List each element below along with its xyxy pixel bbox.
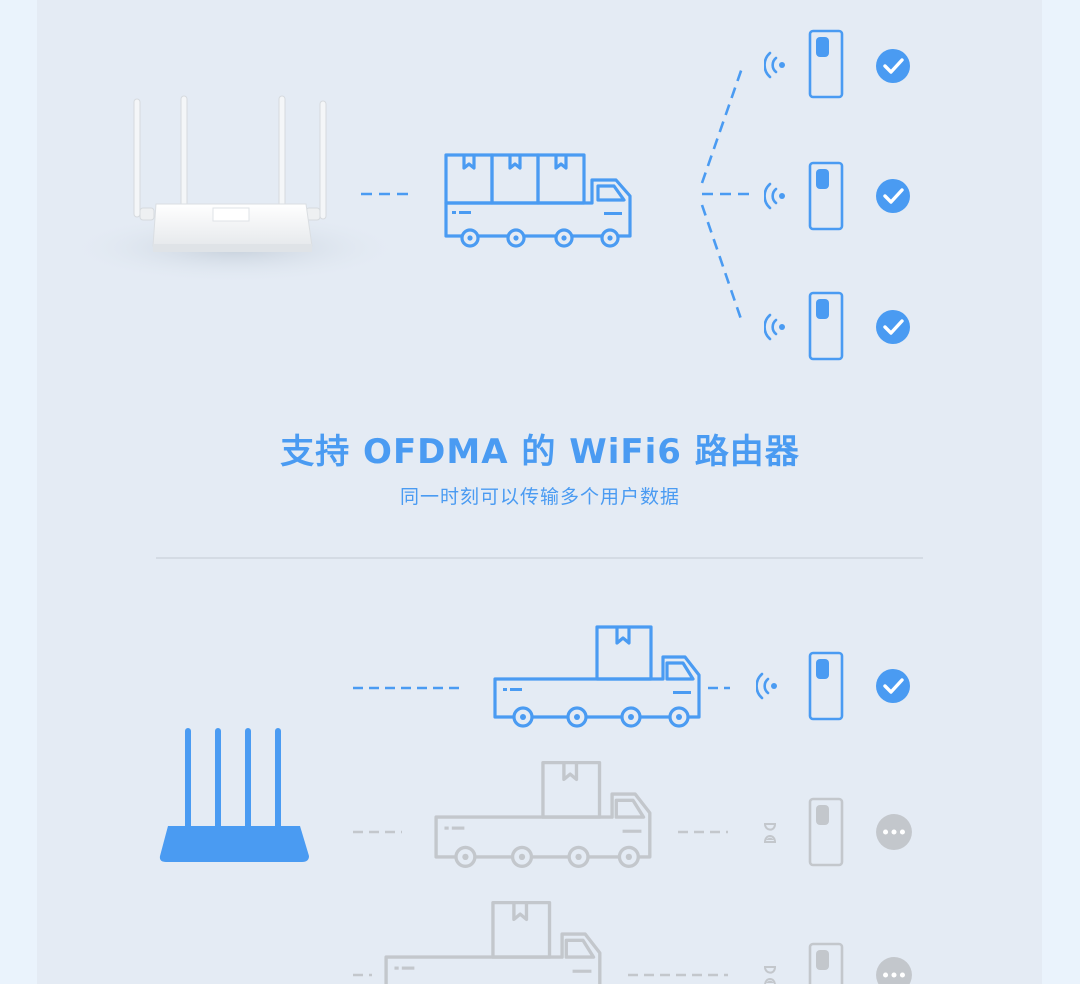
wifi-icon xyxy=(765,315,785,339)
bottom-row-active xyxy=(353,627,910,726)
blue-router-icon xyxy=(160,728,309,862)
section-subtitle: 同一时刻可以传输多个用户数据 xyxy=(0,482,1080,509)
phone-icon xyxy=(810,31,842,97)
phone-icon xyxy=(810,163,842,229)
hourglass-icon xyxy=(764,967,776,984)
phone-icon xyxy=(810,293,842,359)
wifi-icon xyxy=(757,674,777,698)
bottom-row-waiting-2 xyxy=(353,903,912,984)
white-router-image xyxy=(65,96,405,284)
phone-icon xyxy=(810,944,842,984)
flatbed-truck-icon xyxy=(436,763,650,867)
bottom-diagram xyxy=(160,627,912,984)
bottom-row-waiting-1 xyxy=(353,763,912,867)
top-device-row-3 xyxy=(765,293,910,359)
more-dots-icon xyxy=(876,814,912,850)
flatbed-truck-icon xyxy=(386,903,600,984)
phone-icon xyxy=(810,653,842,719)
flatbed-truck-icon xyxy=(495,627,699,726)
top-device-row-1 xyxy=(765,31,910,97)
check-circle-icon xyxy=(876,310,910,344)
check-circle-icon xyxy=(876,49,910,83)
section-title: 支持 OFDMA 的 WiFi6 路由器 xyxy=(0,424,1080,473)
phone-icon xyxy=(810,799,842,865)
hourglass-icon xyxy=(764,824,776,842)
truck-multi-box-icon xyxy=(446,155,630,246)
top-diagram xyxy=(65,31,910,359)
top-device-row-2 xyxy=(765,163,910,229)
wifi-icon xyxy=(765,53,785,77)
more-dots-icon xyxy=(876,957,912,984)
check-circle-icon xyxy=(876,179,910,213)
check-circle-icon xyxy=(876,669,910,703)
wifi-icon xyxy=(765,184,785,208)
